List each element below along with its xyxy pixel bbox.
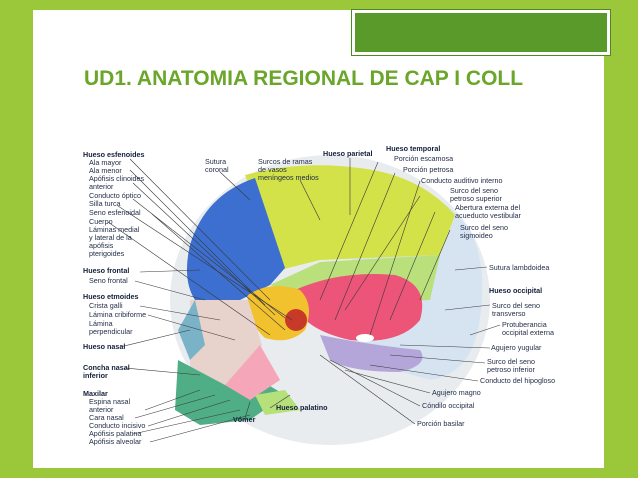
label-apofisis-alveolar: Apófisis alveolar (89, 437, 142, 446)
label-porcion-petrosa: Porción petrosa (403, 165, 454, 174)
label-vomer: Vómer (233, 415, 256, 424)
label-laminas-medial: Láminas medial y lateral de la apófisis … (89, 225, 140, 258)
internal-acoustic-meatus (356, 334, 374, 342)
parietal-bone (245, 165, 455, 270)
label-hueso-parietal: Hueso parietal (323, 149, 373, 158)
palatine-bone (255, 390, 300, 415)
basilar-part (320, 335, 423, 372)
label-hueso-nasal: Hueso nasal (83, 342, 126, 351)
sella-turcica (285, 309, 307, 331)
label-surco-transverso: Surco del seno transverso (492, 301, 540, 318)
label-apofisis-clinoides: Apófisis clinoides (89, 174, 145, 183)
label-cara-nasal: Cara nasal (89, 413, 124, 422)
label-protuberancia: Protuberancia occipital externa (502, 320, 554, 337)
label-agujero-magno: Agujero magno (432, 388, 481, 397)
label-surco-sigmoideo: Surco del seno sigmoideo (460, 223, 508, 240)
label-crista-galli: Crista galli (89, 301, 123, 310)
label-anterior: anterior (89, 182, 114, 191)
frontal-bone (186, 178, 285, 300)
leader-lines (107, 158, 501, 443)
label-hueso-temporal: Hueso temporal (386, 144, 441, 153)
vomer-bone (225, 345, 280, 400)
label-surco-petroso-superior: Surco del seno petroso superior (450, 186, 502, 203)
label-maxilar: Maxilar (83, 389, 108, 398)
label-apofisis-palatina: Apófisis palatina (89, 429, 142, 438)
label-hueso-occipital: Hueso occipital (489, 286, 543, 295)
label-seno-esfenoidal: Seno esfenoidal (89, 208, 141, 217)
label-espina-nasal: Espina nasal anterior (89, 397, 131, 414)
label-ala-mayor: Ala mayor (89, 158, 122, 167)
label-hueso-palatino: Hueso palatino (276, 403, 328, 412)
label-porcion-basilar: Porción basilar (417, 419, 465, 428)
label-concha-nasal: Concha nasal inferior (83, 363, 130, 380)
label-conducto-optico: Conducto óptico (89, 191, 141, 200)
label-conducto-hipogloso: Conducto del hipogloso (480, 376, 556, 385)
label-lamina-perpendicular: Lámina perpendicular (89, 319, 133, 336)
label-surco-petroso-inferior: Surco del seno petroso inferior (487, 357, 535, 374)
label-abertura-acueducto: Abertura externa del acueducto vestibula… (455, 203, 521, 220)
label-surcos-ramas: Surcos de ramas de vasos meníngeos medio… (258, 157, 319, 182)
label-condilo-occipital: Cóndilo occipital (422, 401, 475, 410)
slide-title: UD1. ANATOMIA REGIONAL DE CAP I COLL (84, 67, 524, 90)
temporal-bone (295, 274, 423, 341)
label-porcion-escamosa: Porción escamosa (394, 154, 454, 163)
label-hueso-esfenoides: Hueso esfenoides (83, 150, 145, 159)
nasal-bone (178, 300, 205, 360)
title-decoration-box (351, 9, 611, 56)
label-lamina-cribiforme: Lámina cribiforme (89, 310, 147, 319)
label-conducto-incisivo: Conducto incisivo (89, 421, 146, 430)
label-agujero-yugular: Agujero yugular (491, 343, 542, 352)
label-hueso-frontal: Hueso frontal (83, 266, 130, 275)
label-seno-frontal: Seno frontal (89, 276, 128, 285)
label-sutura-coronal: Sutura coronal (205, 157, 229, 174)
label-ala-menor: Ala menor (89, 166, 122, 175)
label-hueso-etmoides: Hueso etmoides (83, 292, 139, 301)
label-conducto-auditivo: Conducto auditivo interno (421, 176, 503, 185)
label-silla-turca: Silla turca (89, 199, 121, 208)
label-cuerpo: Cuerpo (89, 217, 113, 226)
label-sutura-lambdoidea: Sutura lambdoidea (489, 263, 550, 272)
